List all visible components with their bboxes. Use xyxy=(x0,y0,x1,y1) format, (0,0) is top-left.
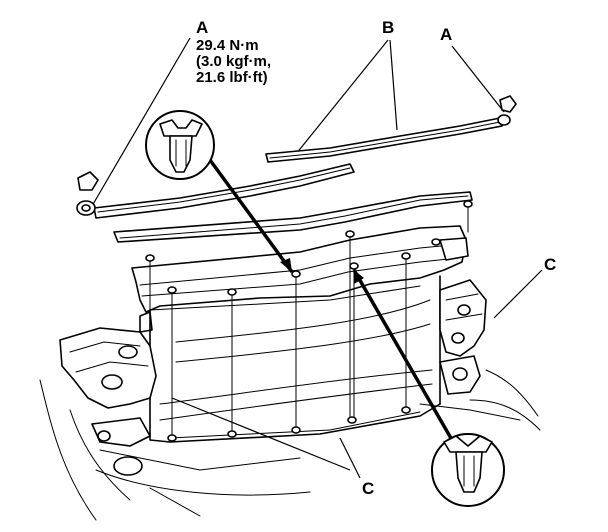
bolt-right xyxy=(497,95,517,126)
torque-spec-line1: 29.4 N·m xyxy=(196,37,259,54)
label-c-right: C xyxy=(544,255,556,274)
splash-guard-left xyxy=(93,163,355,219)
label-c-bottom: C xyxy=(362,479,374,498)
clip-detail-bottom xyxy=(431,433,505,507)
detail-arrows xyxy=(208,158,454,441)
radiator-core xyxy=(149,275,441,443)
torque-spec-line2: (3.0 kgf·m, xyxy=(196,53,271,70)
left-bracket xyxy=(39,327,311,521)
bolt-left xyxy=(76,171,99,216)
upper-crossmember xyxy=(131,225,469,333)
label-a-right: A xyxy=(440,25,452,44)
right-bracket xyxy=(419,279,541,431)
rear-bar xyxy=(113,191,473,243)
clip-heads xyxy=(145,200,473,442)
splash-guard-right xyxy=(265,117,503,163)
label-a-left: A xyxy=(196,18,208,37)
leader-lines xyxy=(91,37,543,479)
clip-detail-top xyxy=(145,110,215,180)
label-b: B xyxy=(382,18,394,37)
clip-drop-lines xyxy=(149,205,469,439)
torque-spec-line3: 21.6 lbf·ft) xyxy=(196,69,268,86)
